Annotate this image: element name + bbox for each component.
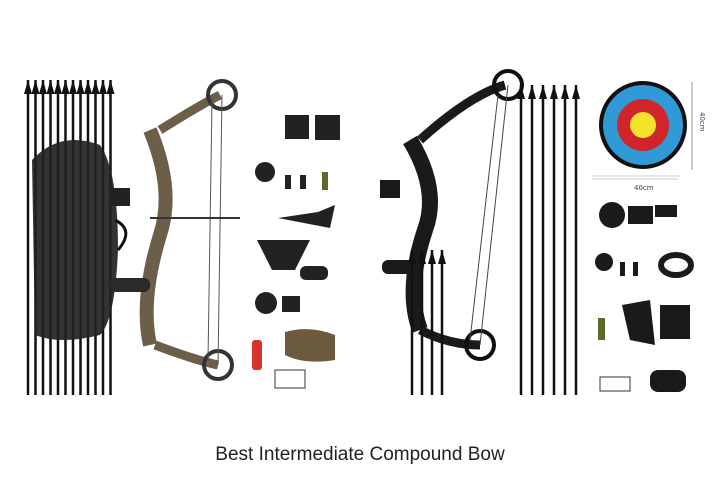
bow-arrows-quiver xyxy=(408,250,446,395)
target-width-label: 40cm xyxy=(634,184,654,192)
camo-compound-bow xyxy=(110,79,240,381)
arrow-fletching xyxy=(99,80,107,94)
right-arrows xyxy=(517,85,580,395)
arrow-fletching xyxy=(428,250,436,264)
arrow-fletching xyxy=(418,250,426,264)
image-caption: Best Intermediate Compound Bow xyxy=(215,444,505,465)
arrow-fletching xyxy=(106,80,115,94)
arrow-fletching xyxy=(550,85,558,99)
arrow-fletching xyxy=(438,250,446,264)
arrow-fletching xyxy=(528,85,536,99)
arrow-bag xyxy=(32,140,118,340)
right-accessories xyxy=(595,202,694,392)
arrow-fletching xyxy=(24,80,32,94)
arrow-fletching xyxy=(31,80,40,94)
arrow-fletching xyxy=(46,80,55,94)
target-height-label: 40cm xyxy=(698,112,706,132)
arrow-fletching xyxy=(539,85,547,99)
black-compound-bow xyxy=(380,69,524,361)
arrow-fletching xyxy=(408,250,416,264)
arrow-fletching xyxy=(61,80,70,94)
arrow-fletching xyxy=(517,85,525,99)
product-photo: 40cm 40cm xyxy=(24,69,706,395)
arrow-fletching xyxy=(561,85,569,99)
bag-handle xyxy=(114,218,128,251)
arrow-fletching xyxy=(69,80,77,94)
arrow-fletching xyxy=(54,80,62,94)
left-accessories xyxy=(252,115,340,389)
arrow-fletching xyxy=(76,80,85,94)
arrow-fletching xyxy=(91,80,100,94)
archery-target: 40cm 40cm xyxy=(592,81,706,192)
arrow-fletching xyxy=(84,80,92,94)
arrow-fletching xyxy=(572,85,580,99)
arrow-fletching xyxy=(39,80,47,94)
